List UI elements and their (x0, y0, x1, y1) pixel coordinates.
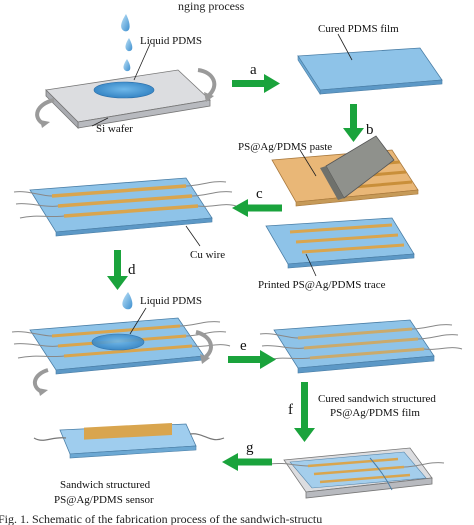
label-paste: PS@Ag/PDMS paste (238, 141, 332, 153)
step-label-f: f (288, 402, 293, 418)
caption-text: Fig. 1. Schematic of the fabrication pro… (0, 512, 322, 525)
panel-si-wafer: Liquid PDMS Si wafer (35, 14, 217, 135)
droplet-4 (122, 292, 133, 310)
arrow-b: b (343, 104, 374, 142)
label-sensor-2: PS@Ag/PDMS sensor (54, 494, 154, 506)
rotation-arrow-left (35, 98, 55, 126)
arrow-e: e (228, 338, 276, 369)
panel-cu-wire: Cu wire (13, 177, 237, 261)
pdms-pool (93, 81, 155, 99)
squeegee (325, 135, 395, 199)
panel-liquid-pdms-cover: Liquid PDMS (11, 292, 231, 396)
arrow-c: c (232, 186, 282, 217)
arrow-a: a (232, 62, 280, 93)
panel-cured-pdms-film: Cured PDMS film (297, 23, 443, 96)
panel-paste-printing: PS@Ag/PDMS paste (238, 135, 419, 207)
label-sensor-1: Sandwich structured (60, 479, 151, 491)
sensor-trace (84, 422, 172, 440)
label-printed-trace: Printed PS@Ag/PDMS trace (258, 279, 386, 291)
droplet-1 (121, 14, 130, 32)
pdms-pool-2 (91, 333, 145, 351)
arrow-f: f (288, 382, 315, 442)
label-cured-sandwich-2: PS@Ag/PDMS film (330, 407, 420, 419)
step-label-b: b (366, 122, 374, 138)
label-liquid-pdms-2: Liquid PDMS (140, 295, 202, 307)
header-text: nging process (178, 0, 245, 13)
label-cured-sandwich-1: Cured sandwich structured (318, 393, 436, 405)
label-cured-pdms-film: Cured PDMS film (318, 23, 399, 35)
label-liquid-pdms: Liquid PDMS (140, 35, 202, 47)
panel-peeling (269, 447, 445, 499)
step-label-g: g (246, 440, 254, 456)
label-cu-wire: Cu wire (190, 249, 225, 261)
droplet-2 (125, 38, 133, 52)
step-label-d: d (128, 262, 136, 278)
rotation-arrow-right (197, 68, 217, 98)
panel-cured-sandwich: Cured sandwich structured PS@Ag/PDMS fil… (259, 319, 463, 419)
step-label-c: c (256, 186, 263, 202)
arrow-g: g (222, 440, 272, 471)
step-label-e: e (240, 338, 247, 354)
panel-printed-trace: Printed PS@Ag/PDMS trace (258, 217, 415, 291)
droplet-3 (123, 59, 131, 72)
label-si-wafer: Si wafer (96, 123, 133, 135)
panel-final-sensor: Sandwich structured PS@Ag/PDMS sensor (33, 422, 225, 506)
step-label-a: a (250, 62, 257, 78)
arrow-d: d (107, 250, 136, 290)
